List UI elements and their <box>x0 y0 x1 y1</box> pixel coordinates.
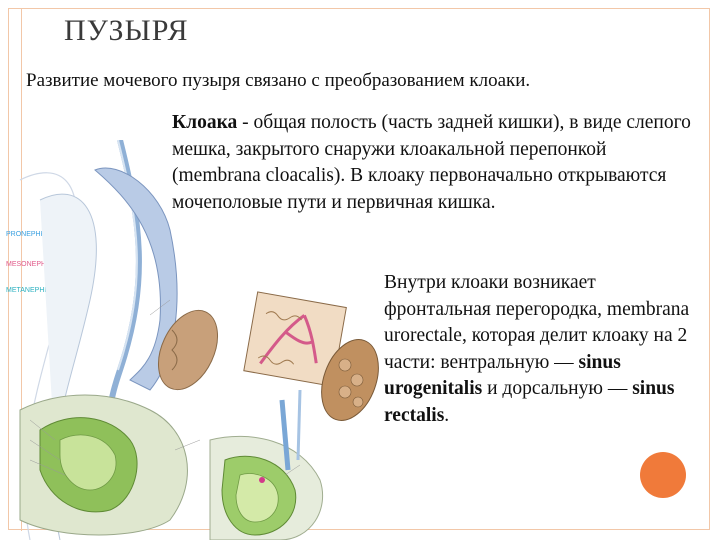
cloaca-description: - общая полость (часть задней кишки), в … <box>172 112 691 213</box>
cloaca-development-illustration: PRONEPHROS MESONEPHROS METANEPHROS <box>6 140 379 540</box>
urorectal-septum-description: Внутри клоаки возникает фронтальная пере… <box>384 270 704 429</box>
slide-frame <box>8 8 710 531</box>
para2-end: . <box>444 404 450 426</box>
para2-mid: и дорсальную — <box>482 378 633 399</box>
page-title: ПУЗЫРЯ <box>64 14 189 47</box>
cloaca-term: Клоака <box>172 112 238 133</box>
sinus-rectalis-term: sinus rectalis <box>384 378 675 426</box>
legend-pronephros: PRONEPHROS <box>6 231 56 238</box>
legend-metanephros: METANEPHROS <box>6 287 60 294</box>
sinus-urogenitalis-term: sinus urogenitalis <box>384 351 621 400</box>
subtitle: Развитие мочевого пузыря связано с преоб… <box>26 70 531 91</box>
legend-mesonephros: MESONEPHROS <box>6 261 62 268</box>
decorative-circle <box>640 452 686 498</box>
figure-legend: PRONEPHROS MESONEPHROS METANEPHROS <box>6 231 62 294</box>
frame-line-left <box>21 9 22 531</box>
para2-intro: Внутри клоаки возникает фронтальная пере… <box>384 272 690 373</box>
cloaca-definition: Клоака - общая полость (часть задней киш… <box>172 110 692 216</box>
